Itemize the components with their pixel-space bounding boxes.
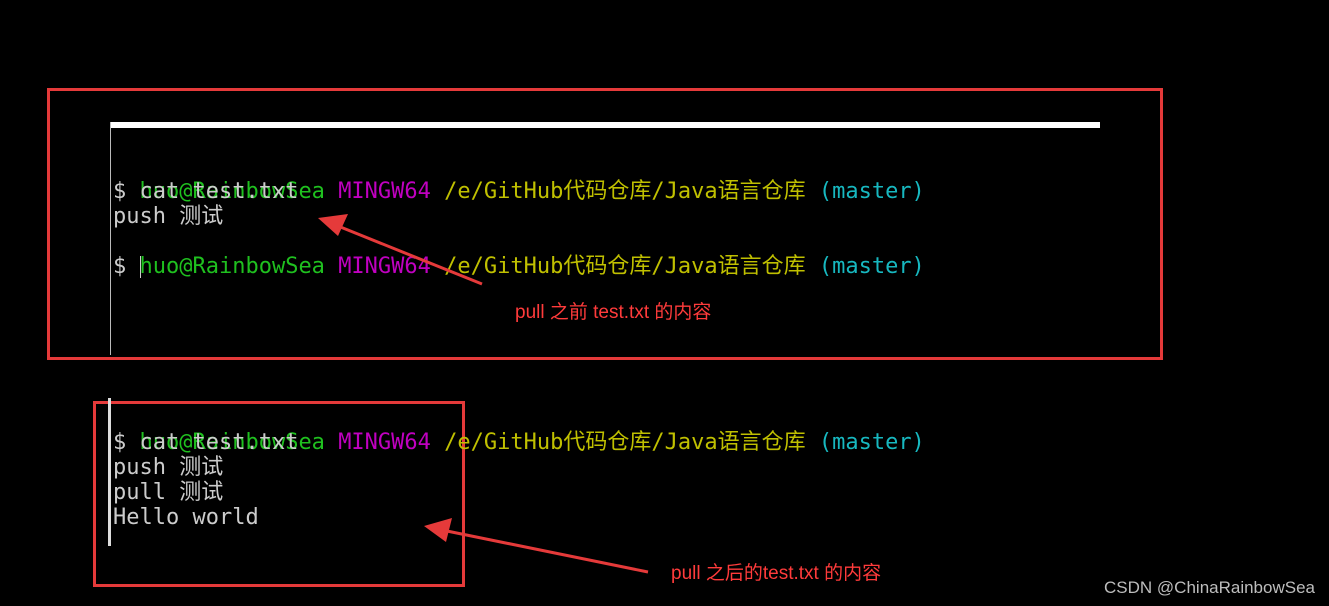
text-cursor: [140, 256, 141, 278]
output-line: Hello world: [113, 505, 259, 530]
command-line: $ cat test.txt: [113, 179, 299, 204]
terminal-left-border: [110, 122, 111, 355]
terminal-top-border: [110, 122, 1100, 128]
prompt-user: huo@RainbowSea: [139, 430, 325, 455]
prompt-user: huo@RainbowSea: [139, 254, 325, 279]
prompt-line: huo@RainbowSea MINGW64 /e/GitHub代码仓库/Jav…: [113, 154, 925, 204]
prompt-branch: (master): [818, 430, 925, 455]
output-line: push 测试: [113, 455, 224, 480]
prompt-line: huo@RainbowSea MINGW64 /e/GitHub代码仓库/Jav…: [113, 405, 925, 455]
prompt-path: /e/GitHub代码仓库/Java语言仓库: [444, 179, 806, 204]
annotation-after-label: pull 之后的test.txt 的内容: [671, 563, 882, 584]
watermark: CSDN @ChinaRainbowSea: [1104, 578, 1315, 597]
command-input-line[interactable]: $: [113, 254, 140, 279]
output-line: pull 测试: [113, 480, 224, 505]
output-line: push 测试: [113, 204, 224, 229]
arrow-after: [424, 518, 649, 574]
prompt-host: MINGW64: [338, 179, 431, 204]
annotation-before-label: pull 之前 test.txt 的内容: [515, 302, 712, 323]
annotation-box-after: [93, 401, 465, 587]
annotation-box-before: [47, 88, 1163, 360]
terminal-left-border: [108, 398, 111, 546]
prompt-branch: (master): [818, 254, 925, 279]
command-line: $ cat test.txt: [113, 430, 299, 455]
prompt-line: huo@RainbowSea MINGW64 /e/GitHub代码仓库/Jav…: [113, 229, 925, 279]
arrow-before: [318, 214, 483, 286]
prompt-path: /e/GitHub代码仓库/Java语言仓库: [444, 254, 806, 279]
prompt-user: huo@RainbowSea: [139, 179, 325, 204]
prompt-host: MINGW64: [338, 430, 431, 455]
prompt-path: /e/GitHub代码仓库/Java语言仓库: [444, 430, 806, 455]
prompt-branch: (master): [818, 179, 925, 204]
